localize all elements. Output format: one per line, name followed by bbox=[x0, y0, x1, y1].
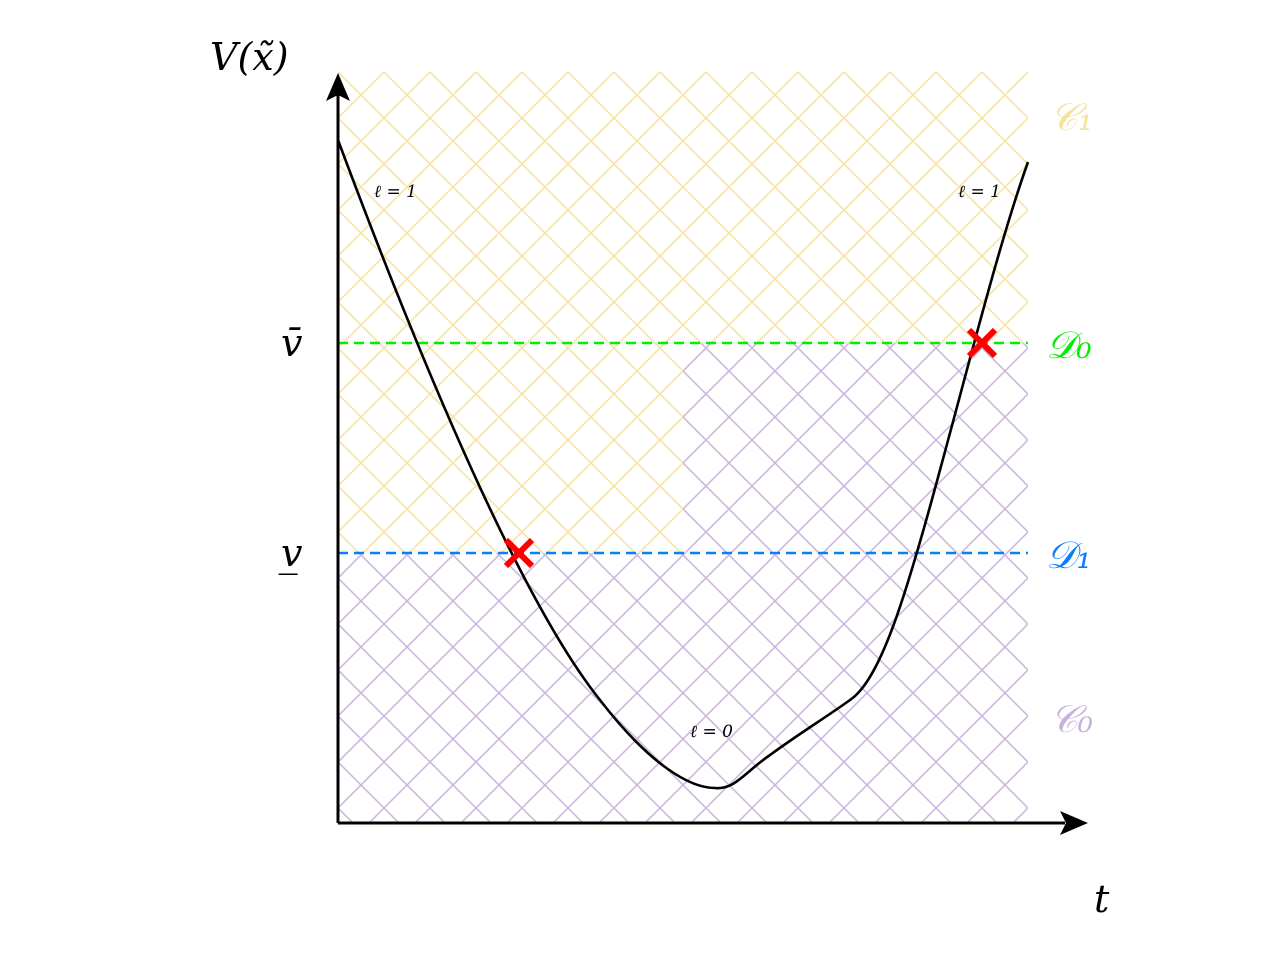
x-axis-arrowhead-icon bbox=[1060, 811, 1088, 835]
value-curve bbox=[336, 139, 1030, 790]
ell-right-label: ℓ = 1 bbox=[958, 182, 1001, 202]
ell-bottom-label: ℓ = 0 bbox=[690, 722, 733, 742]
y-axis-arrowhead-icon bbox=[326, 73, 350, 101]
y-axis-label: V(x̃) bbox=[210, 35, 289, 79]
c0-label: 𝒞₀ bbox=[1050, 697, 1093, 741]
x-axis-label: t bbox=[1094, 877, 1110, 921]
d1-label: 𝒟₁ bbox=[1046, 533, 1092, 577]
x-cross-icon bbox=[503, 537, 535, 569]
c1-label: 𝒞₁ bbox=[1050, 95, 1093, 139]
x-cross-icon bbox=[966, 327, 998, 359]
upper-level-label: v̄ bbox=[281, 321, 303, 365]
region-c1 bbox=[338, 72, 1028, 553]
lower-level-label: v̲ bbox=[279, 531, 303, 576]
region-c0 bbox=[338, 343, 1028, 823]
d0-label: 𝒟₀ bbox=[1046, 323, 1092, 367]
ell-left-label: ℓ = 1 bbox=[374, 182, 417, 202]
